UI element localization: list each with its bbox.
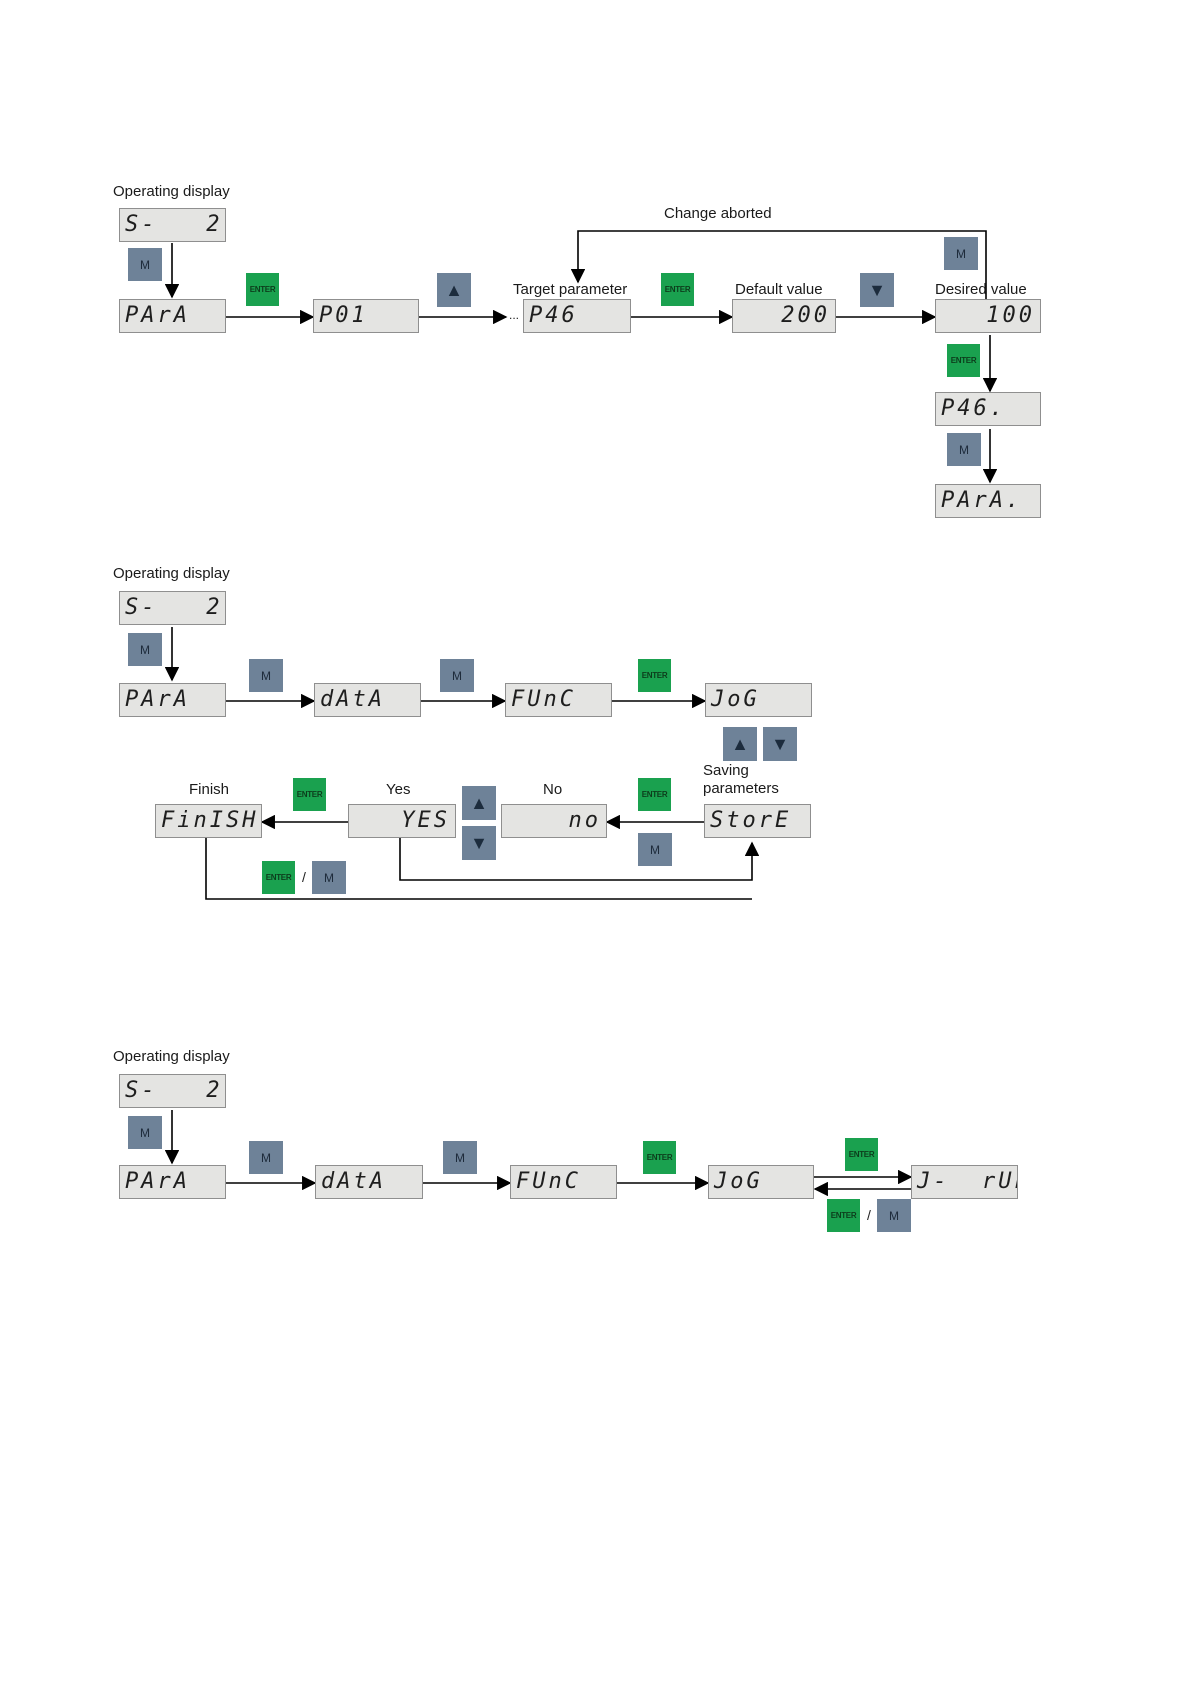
- enter-button[interactable]: ENTER: [845, 1138, 878, 1171]
- down-arrow-icon: ▼: [868, 279, 886, 300]
- m-button[interactable]: M: [947, 433, 981, 466]
- m-button[interactable]: M: [128, 248, 162, 281]
- m-button[interactable]: M: [638, 833, 672, 866]
- m-button[interactable]: M: [944, 237, 978, 270]
- desired-value-display: 100: [935, 299, 1041, 333]
- m-button[interactable]: M: [312, 861, 346, 894]
- up-button[interactable]: ▲: [723, 727, 757, 761]
- up-arrow-icon: ▲: [445, 279, 463, 300]
- up-arrow-icon: ▲: [470, 792, 488, 813]
- enter-button[interactable]: ENTER: [246, 273, 279, 306]
- down-button[interactable]: ▼: [462, 826, 496, 860]
- para-display: PArA: [119, 299, 226, 333]
- finish-display: FinISH: [155, 804, 262, 838]
- status-display: S- 2: [119, 208, 226, 242]
- up-arrow-icon: ▲: [731, 733, 749, 754]
- target-parameter-label: Target parameter: [513, 281, 628, 298]
- m-button[interactable]: M: [877, 1199, 911, 1232]
- m-button[interactable]: M: [249, 659, 283, 692]
- status-display: S- 2: [119, 1074, 226, 1108]
- enter-button[interactable]: ENTER: [638, 778, 671, 811]
- status-display: S- 2: [119, 591, 226, 625]
- m-button[interactable]: M: [440, 659, 474, 692]
- down-button[interactable]: ▼: [860, 273, 894, 307]
- default-value-label: Default value: [735, 281, 823, 298]
- enter-button[interactable]: ENTER: [643, 1141, 676, 1174]
- operating-display-label: Operating display: [113, 565, 230, 582]
- para-display: PArA: [119, 683, 226, 717]
- saving-parameters-label: Saving parameters: [703, 762, 779, 797]
- desired-value-label: Desired value: [935, 281, 1027, 298]
- default-value-display: 200: [732, 299, 836, 333]
- jog-display: JoG: [705, 683, 812, 717]
- operating-display-label: Operating display: [113, 183, 230, 200]
- operating-display-label: Operating display: [113, 1048, 230, 1065]
- store-display: StorE: [704, 804, 811, 838]
- enter-button[interactable]: ENTER: [638, 659, 671, 692]
- yes-display: YES: [348, 804, 456, 838]
- func-display: FUnC: [510, 1165, 617, 1199]
- finish-label: Finish: [189, 781, 230, 798]
- no-label: No: [543, 781, 563, 798]
- up-button[interactable]: ▲: [437, 273, 471, 307]
- jog-display: JoG: [708, 1165, 814, 1199]
- para-dot-display: PArA.: [935, 484, 1041, 518]
- down-button[interactable]: ▼: [763, 727, 797, 761]
- no-display: no: [501, 804, 607, 838]
- yes-label: Yes: [386, 781, 411, 798]
- enter-button[interactable]: ENTER: [293, 778, 326, 811]
- ellipsis-label: ...: [509, 308, 520, 322]
- or-separator: /: [867, 1207, 871, 1223]
- m-button[interactable]: M: [128, 1116, 162, 1149]
- m-button[interactable]: M: [443, 1141, 477, 1174]
- jog-run-display: J- rUn: [911, 1165, 1018, 1199]
- data-display: dAtA: [315, 1165, 423, 1199]
- down-arrow-icon: ▼: [470, 832, 488, 853]
- para-display: PArA: [119, 1165, 226, 1199]
- up-button[interactable]: ▲: [462, 786, 496, 820]
- p46-confirmed-display: P46.: [935, 392, 1041, 426]
- or-separator: /: [302, 869, 306, 885]
- enter-button[interactable]: ENTER: [262, 861, 295, 894]
- enter-button[interactable]: ENTER: [947, 344, 980, 377]
- m-button[interactable]: M: [249, 1141, 283, 1174]
- enter-button[interactable]: ENTER: [827, 1199, 860, 1232]
- data-display: dAtA: [314, 683, 421, 717]
- down-arrow-icon: ▼: [771, 733, 789, 754]
- m-button[interactable]: M: [128, 633, 162, 666]
- enter-button[interactable]: ENTER: [661, 273, 694, 306]
- p46-target-display: P46: [523, 299, 631, 333]
- func-display: FUnC: [505, 683, 612, 717]
- change-aborted-label: Change aborted: [664, 205, 772, 222]
- p01-display: P01: [313, 299, 419, 333]
